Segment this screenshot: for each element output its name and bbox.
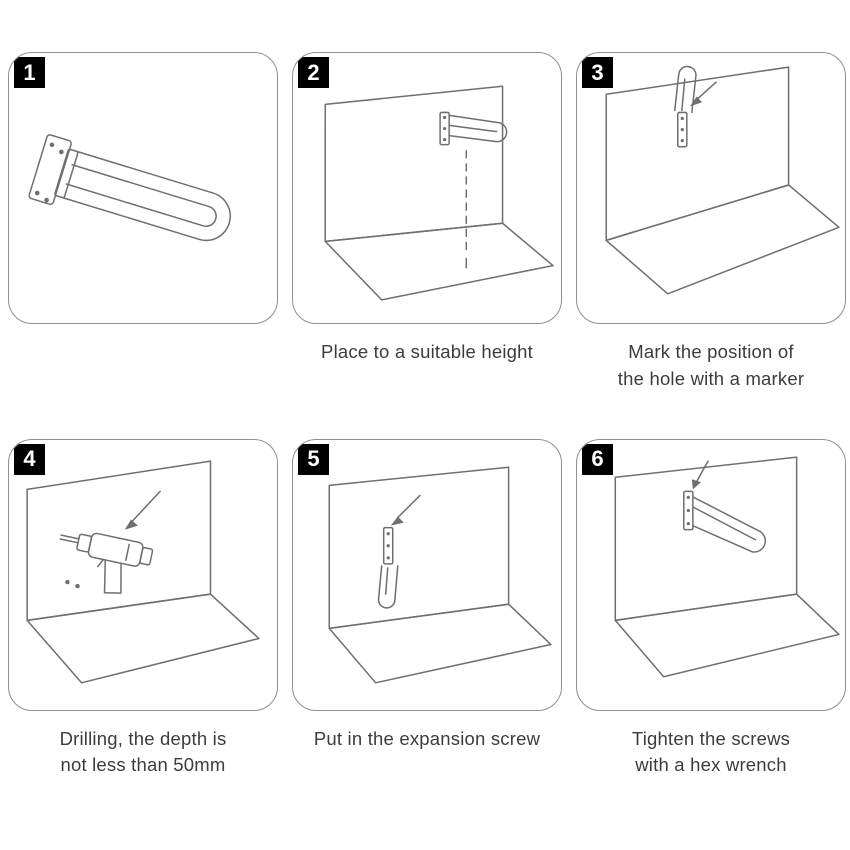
drill-icon (59, 532, 154, 594)
arrow-head (691, 478, 701, 489)
step-2-caption: Place to a suitable height (321, 341, 533, 362)
drill-bit (59, 533, 80, 544)
step-2: 2 Place to a suitable height (292, 52, 562, 393)
step-1: 1 (8, 52, 278, 393)
drill-hole-dot (65, 579, 70, 584)
drill-trigger (96, 558, 105, 567)
floor (324, 222, 554, 301)
hinge-block (54, 148, 79, 199)
step-4-number: 4 (23, 446, 36, 472)
place-height-illustration (324, 85, 554, 301)
step-6-badge: 6 (582, 443, 613, 475)
bar-inner-outline (65, 163, 217, 228)
step-5: 5 Put in the expansion screw (292, 438, 562, 780)
mark-position-illustration (605, 65, 840, 295)
folded-bar-inner-line (384, 566, 389, 595)
step-3: 3 Mark the position of the hole with a m… (576, 52, 846, 393)
drilling-illustration (26, 460, 260, 684)
arrow-head (689, 96, 702, 107)
drill-body (87, 532, 144, 567)
folded-grab-bar (377, 564, 399, 609)
instruction-grid: 1 2 (8, 52, 846, 780)
tighten-screws-illustration (614, 455, 840, 678)
wall-plate (676, 111, 688, 148)
step-1-number: 1 (23, 59, 36, 85)
grab-bar-inner-line (449, 124, 498, 133)
wall (328, 466, 510, 629)
step-5-number: 5 (307, 446, 320, 472)
grab-bar-drawing (28, 134, 231, 242)
pointer-arrow (696, 460, 709, 482)
pointer-arrow (397, 494, 421, 518)
grab-bar (448, 114, 508, 143)
wall (324, 85, 504, 243)
step-2-badge: 2 (298, 57, 329, 88)
pointer-arrow (695, 81, 717, 102)
grab-bar-inner-line (693, 506, 757, 541)
wall-plate (683, 490, 694, 531)
wall (605, 66, 790, 242)
grab-bar-product-illustration (28, 134, 231, 242)
step-6-frame: 6 (576, 438, 846, 711)
step-3-number: 3 (591, 59, 604, 85)
wall-plate (382, 526, 394, 565)
step-6-caption: Tighten the screws with a hex wrench (631, 727, 791, 776)
floor (614, 593, 840, 678)
wall-plate (439, 111, 450, 146)
step-5-frame: 5 (292, 438, 562, 711)
folded-grab-bar (673, 65, 697, 114)
step-3-badge: 3 (582, 57, 613, 88)
step-5-badge: 5 (298, 443, 329, 475)
step-6: 6 Tighten the screws with a hex wrench (576, 438, 846, 780)
drill-rear (139, 546, 154, 566)
wall-plate (28, 134, 72, 206)
step-4: 4 (8, 438, 278, 780)
bar-outer-outline (61, 150, 231, 242)
step-5-caption: Put in the expansion screw (313, 727, 541, 749)
step-4-badge: 4 (14, 443, 45, 475)
arrow-head (390, 516, 404, 526)
drill-handle (103, 558, 122, 594)
step-1-frame: 1 (8, 52, 278, 324)
step-2-frame: 2 (292, 52, 562, 324)
step-3-caption: Mark the position of the hole with a mar… (617, 341, 805, 389)
floor (26, 593, 260, 684)
drill-vent (125, 543, 130, 561)
step-4-caption: Drilling, the depth is not less than 50m… (59, 727, 227, 776)
grab-bar (692, 496, 767, 553)
expansion-screw-illustration (328, 466, 552, 684)
step-6-number: 6 (591, 446, 604, 472)
floor (328, 603, 552, 684)
step-2-number: 2 (307, 59, 320, 85)
wall (26, 460, 212, 621)
drill-hole-dot (75, 583, 80, 588)
step-1-badge: 1 (14, 57, 45, 88)
wall (614, 455, 798, 621)
floor (605, 184, 840, 295)
arrow-head (124, 519, 138, 530)
step-3-frame: 3 (576, 52, 846, 324)
pointer-arrow (131, 490, 161, 522)
folded-bar-inner-line (681, 78, 686, 112)
step-4-frame: 4 (8, 438, 278, 711)
